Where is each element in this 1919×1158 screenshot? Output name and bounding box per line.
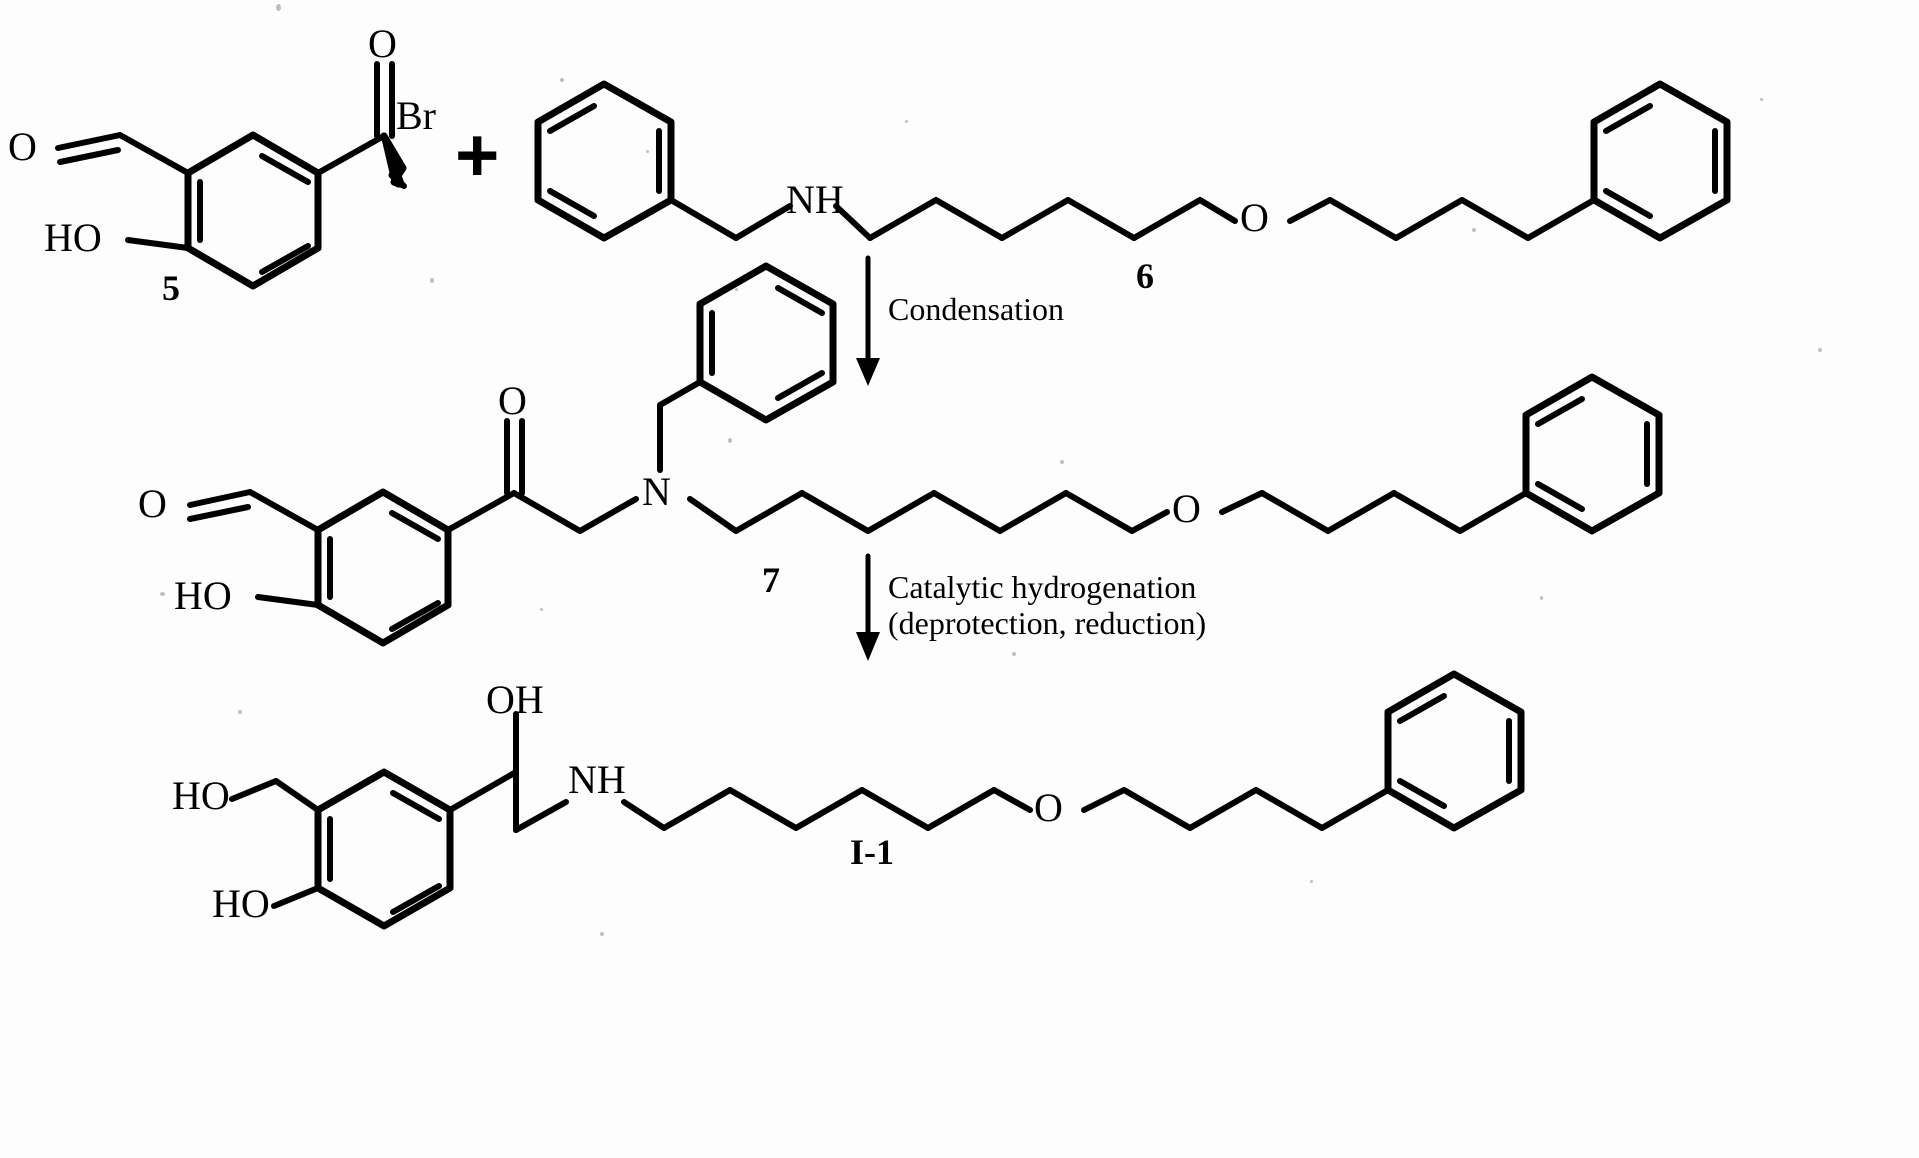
atom-label-phenol-ho-I1: HO <box>212 881 270 926</box>
arrow-2-glyph <box>856 553 880 661</box>
atom-label-ketone-o-c5: O <box>368 21 397 66</box>
scan-speck <box>600 932 604 936</box>
scan-speck <box>1310 880 1313 883</box>
atom-label-ether-o-c7: O <box>1172 486 1201 531</box>
compound-number-I-1: I-1 <box>850 832 894 872</box>
scan-speck <box>160 592 165 596</box>
scan-speck <box>276 4 281 11</box>
scan-speck <box>1472 228 1476 232</box>
atom-label-n-c7: N <box>642 469 671 514</box>
scan-speck <box>1012 652 1016 656</box>
atom-label-aldehyde-o-c7: O <box>138 481 167 526</box>
scan-speck <box>560 78 564 82</box>
scan-speck <box>1818 348 1822 352</box>
compound-I1-skeleton <box>229 670 1525 930</box>
atom-label-ether-o-I1: O <box>1034 785 1063 830</box>
atom-label-phenol-ho-c5: HO <box>44 215 102 260</box>
compound-5-ch2br-zigzag <box>380 132 407 186</box>
scan-speck <box>1760 98 1763 101</box>
atom-label-phenol-ho-c7: HO <box>174 573 232 618</box>
scan-speck <box>1060 460 1064 464</box>
scan-speck <box>430 278 434 283</box>
atom-label-nh-c6: NH <box>786 177 844 222</box>
scan-speck <box>1540 596 1543 600</box>
compound-number-5: 5 <box>162 268 180 308</box>
arrow-2-sublabel: (deprotection, reduction) <box>888 605 1207 641</box>
atom-label-ho-ch2oh-I1: HO <box>172 773 230 818</box>
arrow-1-label: Condensation <box>888 291 1064 327</box>
atom-label-aldehyde-o-c5: O <box>8 124 37 169</box>
atom-label-br-c5: Br <box>396 93 436 138</box>
atom-label-oh-I1: OH <box>486 677 544 722</box>
atom-label-ketone-o-c7: O <box>498 378 527 423</box>
compound-7-skeleton <box>187 262 1663 647</box>
plus-operator: + <box>455 113 500 198</box>
scan-speck <box>540 608 543 611</box>
atom-label-nh-I1: NH <box>568 757 626 802</box>
arrow-2-label: Catalytic hydrogenation <box>888 569 1197 605</box>
scan-speck <box>728 438 732 443</box>
compound-5-skeleton <box>55 61 407 290</box>
atom-label-ether-o-c6: O <box>1240 195 1269 240</box>
scan-speck <box>735 288 738 291</box>
scan-speck <box>905 120 908 123</box>
scan-speck <box>646 150 649 153</box>
compound-number-7: 7 <box>762 560 780 600</box>
compound-number-6: 6 <box>1136 256 1154 296</box>
arrow-1-glyph <box>856 255 880 386</box>
compound-6-skeleton <box>534 80 1731 242</box>
scan-speck <box>238 710 242 714</box>
